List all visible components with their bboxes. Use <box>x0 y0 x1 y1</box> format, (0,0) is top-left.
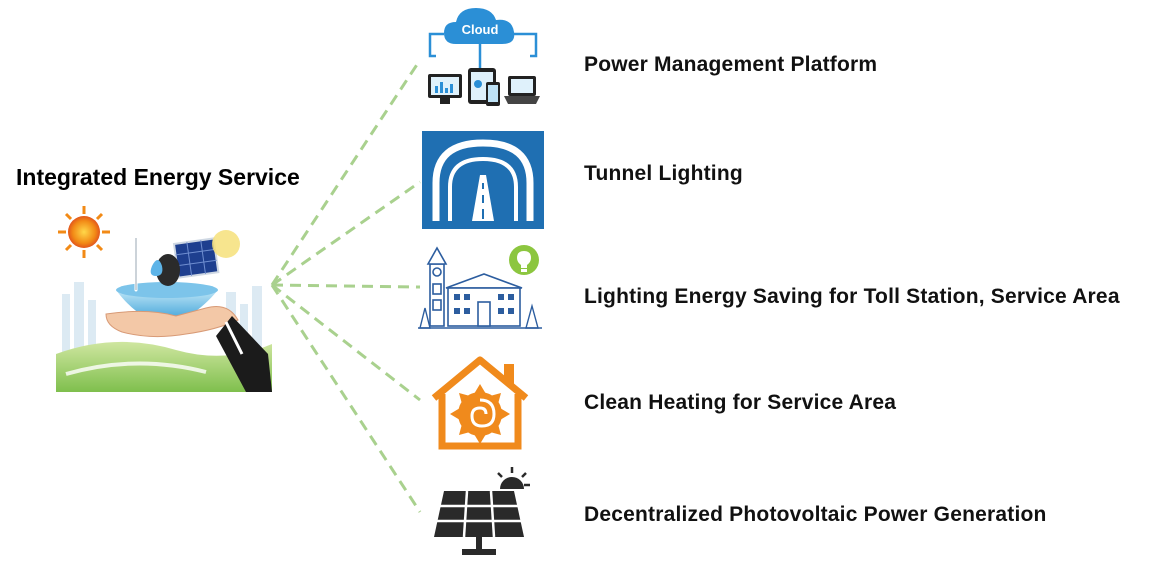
tunnel-icon <box>422 131 544 229</box>
item-label-decentralized-pv: Decentralized Photovoltaic Power Generat… <box>584 503 1047 526</box>
toll-station-building-icon <box>418 245 542 329</box>
cloud-label: Cloud <box>462 22 499 37</box>
item-label-clean-heating: Clean Heating for Service Area <box>584 391 897 414</box>
connector-line <box>271 180 421 287</box>
cloud-platform-icon: Cloud <box>428 8 540 106</box>
hub-title: Integrated Energy Service <box>16 164 300 190</box>
connector-line <box>271 283 421 402</box>
connector-line <box>270 284 422 513</box>
connector-line <box>271 283 421 289</box>
item-label-power-management: Power Management Platform <box>584 53 878 76</box>
connector-line <box>270 59 422 286</box>
item-label-toll-station-lighting: Lighting Energy Saving for Toll Station,… <box>584 285 1120 308</box>
solar-panel-icon <box>434 467 530 555</box>
energy-globe-hand-illustration <box>56 206 272 392</box>
item-label-tunnel-lighting: Tunnel Lighting <box>584 162 743 185</box>
heating-house-icon <box>431 356 529 450</box>
